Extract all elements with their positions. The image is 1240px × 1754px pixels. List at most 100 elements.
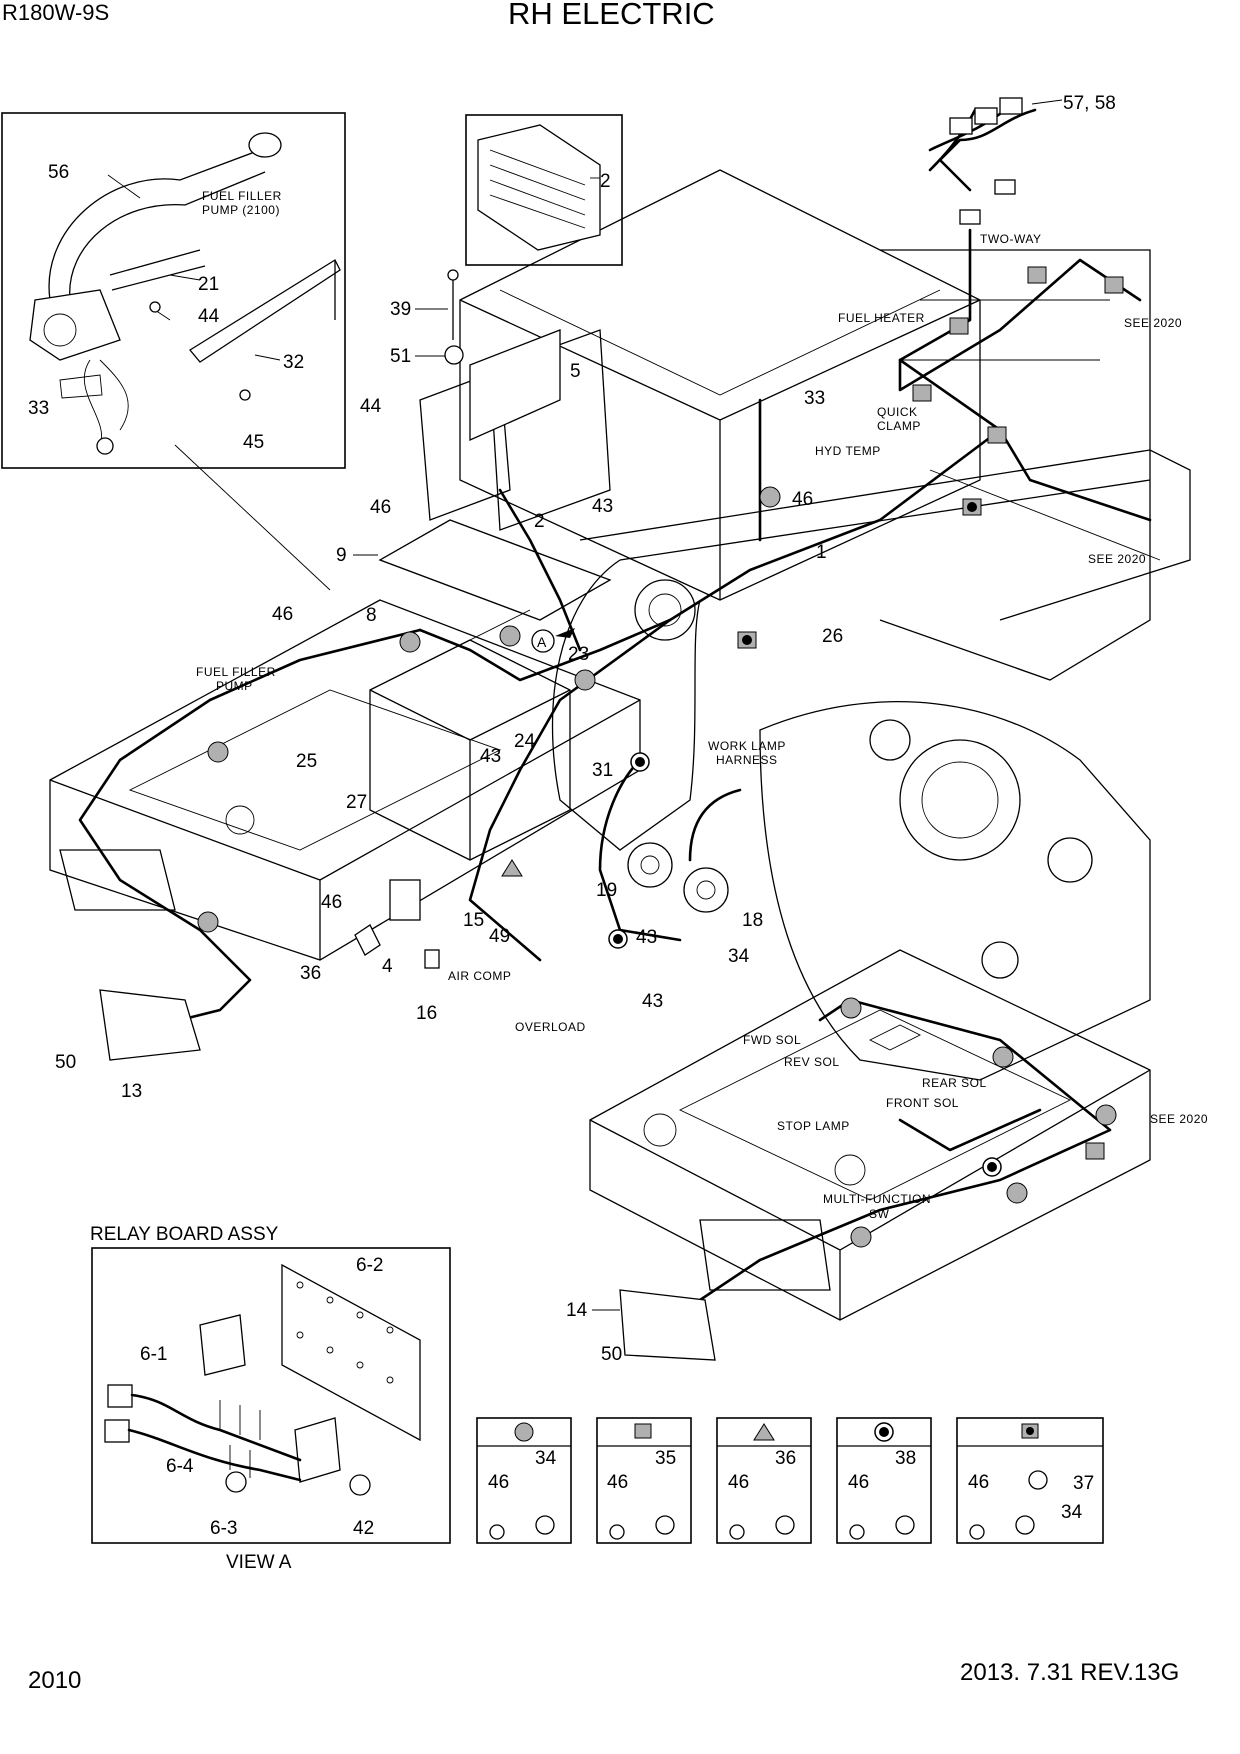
legend-2-part-b: 35 [655, 1448, 676, 1469]
view-marker-a: A [537, 634, 547, 650]
legend-item-ring-dot: 46 38 [836, 1417, 932, 1544]
label-see-2020-b: SEE 2020 [1088, 552, 1146, 566]
callout-44: 44 [360, 396, 382, 417]
callout-6-2: 6-2 [356, 1255, 383, 1276]
label-multi-function: MULTI-FUNCTION [823, 1192, 931, 1206]
label-work-lamp: WORK LAMP [708, 739, 786, 753]
label-two-way: TWO-WAY [980, 232, 1041, 246]
label-rev-sol: REV SOL [784, 1055, 840, 1069]
callouts: 57, 58 39 51 5 33 44 46 43 2 46 9 1 46 8… [55, 93, 1116, 1365]
callout-27: 27 [346, 792, 367, 813]
callout-39: 39 [390, 299, 411, 320]
label-fwd-sol: FWD SOL [743, 1033, 801, 1047]
callout-51: 51 [390, 346, 411, 367]
callout-46-a: 46 [370, 497, 391, 518]
callout-21: 21 [198, 274, 219, 295]
callout-9: 9 [336, 545, 347, 566]
label-overload: OVERLOAD [515, 1020, 586, 1034]
label-hyd-temp: HYD TEMP [815, 444, 881, 458]
legend-3-part-a: 46 [728, 1472, 749, 1493]
callout-34: 34 [728, 946, 750, 967]
legend-item-triangle: 46 36 [716, 1417, 812, 1544]
model-code: R180W-9S [2, 0, 109, 25]
callout-ecu-2: 2 [600, 171, 611, 192]
view-a-caption: VIEW A [226, 1552, 292, 1573]
callout-43-d: 43 [642, 991, 663, 1012]
callout-16: 16 [416, 1003, 437, 1024]
callout-18: 18 [742, 910, 763, 931]
callout-2-b: 2 [534, 511, 545, 532]
label-quick: QUICK [877, 405, 918, 419]
legend-1-part-a: 46 [488, 1472, 509, 1493]
revision-date: 2013. 7.31 REV.13G [960, 1659, 1179, 1686]
callout-25: 25 [296, 751, 317, 772]
callout-24: 24 [514, 731, 536, 752]
label-air-comp: AIR COMP [448, 969, 511, 983]
callout-46-d: 46 [321, 892, 342, 913]
callout-31: 31 [592, 760, 613, 781]
clamp-markers [197, 266, 1124, 1248]
callout-49: 49 [489, 926, 510, 947]
legend-1-part-b: 34 [535, 1448, 557, 1469]
callout-33-inset: 33 [28, 398, 49, 419]
caption-pump-2100: PUMP (2100) [202, 203, 280, 217]
top-harness [898, 97, 1152, 522]
callout-1: 1 [816, 542, 827, 563]
label-see-2020-c: SEE 2020 [1150, 1112, 1208, 1126]
callout-56: 56 [48, 162, 69, 183]
callout-6-3: 6-3 [210, 1518, 237, 1539]
callout-36: 36 [300, 963, 321, 984]
inset-relay-board: RELAY BOARD ASSY 6-2 6-1 6-4 6-3 42 VIEW… [90, 1224, 451, 1573]
callout-5: 5 [570, 361, 581, 382]
callout-19: 19 [596, 880, 617, 901]
legend-5-part-a: 46 [968, 1472, 989, 1493]
callout-45: 45 [243, 432, 264, 453]
label-clamp: CLAMP [877, 419, 921, 433]
legend-5-part-b: 37 [1073, 1473, 1094, 1494]
callout-57-58: 57, 58 [1063, 93, 1116, 114]
label-rear-sol: REAR SOL [922, 1076, 987, 1090]
callout-26: 26 [822, 626, 843, 647]
callout-43-a: 43 [592, 496, 613, 517]
callout-33: 33 [804, 388, 825, 409]
relay-board-title: RELAY BOARD ASSY [90, 1224, 279, 1245]
label-stop-lamp: STOP LAMP [777, 1119, 850, 1133]
page-title: RH ELECTRIC [508, 0, 715, 31]
callout-42: 42 [353, 1518, 374, 1539]
legend-item-square-dot: 46 37 34 [956, 1417, 1104, 1544]
callout-43-b: 43 [480, 746, 501, 767]
legend-grey-circle-symbol [514, 1422, 534, 1442]
page-number: 2010 [28, 1667, 81, 1694]
legend-grey-triangle-symbol [753, 1423, 775, 1441]
label-multi-function-sw: SW [869, 1207, 890, 1221]
small-parts [99, 269, 729, 1361]
callout-50-b: 50 [601, 1344, 622, 1365]
legend-grey-square-symbol [634, 1423, 652, 1439]
caption-fuel-filler: FUEL FILLER [202, 189, 282, 203]
legend-4-part-a: 46 [848, 1472, 869, 1493]
inset-ecu: 2 [465, 114, 623, 266]
label-fuel-filler: FUEL FILLER [196, 665, 276, 679]
callout-44-inset: 44 [198, 306, 220, 327]
callout-46-b: 46 [792, 489, 813, 510]
callout-32: 32 [283, 352, 304, 373]
label-front-sol: FRONT SOL [886, 1096, 959, 1110]
callout-15: 15 [463, 910, 484, 931]
callout-13: 13 [121, 1081, 142, 1102]
legend-4-part-b: 38 [895, 1448, 916, 1469]
callout-6-1: 6-1 [140, 1344, 167, 1365]
legend-3-part-b: 36 [775, 1448, 796, 1469]
label-harness: HARNESS [716, 753, 778, 767]
callout-50-a: 50 [55, 1052, 76, 1073]
callout-43-c: 43 [636, 927, 657, 948]
label-see-2020-a: SEE 2020 [1124, 316, 1182, 330]
legend-item-square: 46 35 [596, 1417, 692, 1544]
main-harness [78, 398, 1112, 1302]
legend-2-part-a: 46 [607, 1472, 628, 1493]
callout-46-c: 46 [272, 604, 293, 625]
callout-8: 8 [366, 605, 377, 626]
label-fuel-heater: FUEL HEATER [838, 311, 925, 325]
annotations: FUEL HEATER TWO-WAY QUICK CLAMP HYD TEMP… [196, 232, 1208, 1221]
callout-23: 23 [568, 644, 589, 665]
callout-4: 4 [382, 956, 393, 977]
